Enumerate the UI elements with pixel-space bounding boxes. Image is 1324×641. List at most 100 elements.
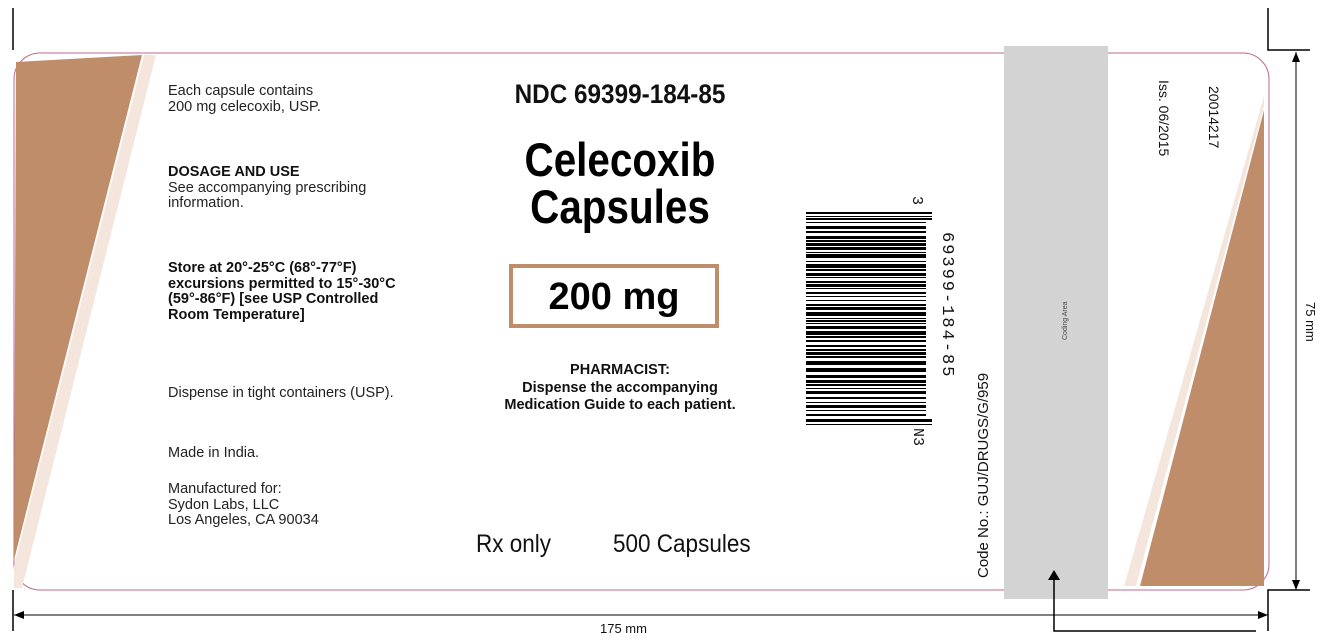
barcode-bar: [806, 212, 932, 214]
barcode-bar: [806, 277, 926, 278]
pharmacist-line-1: Dispense the accompanying: [522, 379, 718, 396]
drug-name: Celecoxib Capsules: [448, 136, 792, 230]
barcode-bar: [806, 323, 926, 324]
barcode-check-bottom: 3: [909, 437, 926, 447]
barcode-bar: [806, 307, 926, 310]
barcode-bar: [806, 349, 926, 351]
manufacturer-line-2: Sydon Labs, LLC: [168, 496, 280, 513]
barcode-bar: [806, 375, 926, 378]
left-accent-highlight: [14, 55, 156, 588]
barcode-bar: [806, 361, 926, 365]
barcode-bar: [806, 345, 926, 347]
origin-note: Made in India.: [168, 445, 260, 461]
part-number: 20014217: [1206, 86, 1222, 149]
barcode-bar: [806, 419, 932, 422]
contents-line-2: 200 mg celecoxib, USP.: [168, 98, 321, 115]
ndc-number: NDC 69399-184-85: [514, 79, 726, 109]
coding-area-label: Coding Area: [1062, 301, 1069, 340]
barcode-bar: [806, 296, 926, 297]
barcode-bar: [806, 336, 926, 338]
right-accent-stripe: [1140, 110, 1264, 586]
dosage-section: DOSAGE AND USE See accompanying prescrib…: [168, 164, 366, 212]
barcode-bar: [806, 380, 926, 383]
barcode-bar: [806, 292, 926, 294]
capsule-count: 500 Capsules: [613, 530, 751, 558]
barcode-bar: [806, 254, 926, 258]
barcode-bar: [806, 384, 926, 386]
code-number: Code No.: GUJ/DRUGS/G/959: [975, 372, 992, 578]
drug-name-line-2: Capsules: [530, 180, 710, 233]
barcode-bar: [806, 340, 926, 342]
barcode-bar: [806, 236, 926, 239]
barcode-bar: [806, 304, 926, 306]
coding-area-block: [1004, 46, 1108, 599]
width-arrow-left: [14, 611, 24, 619]
barcode-bar: [806, 240, 926, 242]
manufacturer-line-1: Manufactured for:: [168, 481, 282, 497]
barcode-bar: [806, 388, 926, 389]
width-dimension-label: 175 mm: [600, 621, 647, 636]
barcode-bar: [806, 402, 926, 403]
barcode-bar: [806, 318, 926, 319]
barcode-bar: [806, 252, 926, 253]
rx-only: Rx only: [476, 530, 552, 558]
barcode-bar: [806, 264, 926, 268]
label-outline: [13, 52, 1270, 591]
barcode-bar: [806, 231, 926, 233]
barcode: [806, 212, 932, 425]
barcode-bar: [806, 288, 926, 289]
barcode-bar: [806, 405, 926, 408]
barcode-bar: [806, 218, 932, 220]
storage-line-1: Store at 20°-25°C (68°-77°F): [168, 260, 357, 276]
barcode-bar: [806, 312, 926, 316]
barcode-digits: 69399-184-85: [937, 232, 956, 379]
left-accent-stripe: [14, 55, 142, 560]
barcode-bar: [806, 281, 926, 283]
manufacturer-line-3: Los Angeles, CA 90034: [168, 512, 319, 529]
barcode-bar: [806, 222, 926, 223]
barcode-bar: [806, 331, 926, 335]
barcode-bar: [806, 424, 932, 425]
pharmacist-heading: PHARMACIST:: [570, 362, 670, 378]
issue-date: Iss. 06/2015: [1156, 80, 1172, 157]
dispense-note: Dispense in tight containers (USP).: [168, 385, 394, 401]
right-accent-highlight: [1124, 96, 1264, 586]
barcode-bar: [806, 273, 926, 276]
width-arrow-right: [1258, 611, 1268, 619]
pharmacist-line-2: Medication Guide to each patient.: [504, 397, 736, 414]
strength-value: 200 mg: [548, 276, 680, 318]
dosage-line-2: information.: [168, 195, 244, 212]
barcode-lead-digit: N3: [909, 428, 926, 447]
coding-area-arrow: [1053, 578, 1256, 632]
pharmacist-note: PHARMACIST: Dispense the accompanying Me…: [420, 362, 820, 415]
storage-line-2: excursions permitted to 15°-30°C: [168, 275, 396, 292]
coding-area-arrowhead: [1048, 570, 1060, 580]
barcode-lead-digit-text: N: [909, 428, 926, 438]
strength-box: 200 mg: [509, 264, 719, 328]
capsule-contents: Each capsule contains 200 mg celecoxib, …: [168, 83, 321, 115]
height-arrow-top: [1292, 52, 1300, 62]
barcode-bar: [806, 320, 926, 322]
height-dimension-label: 75 mm: [1303, 302, 1318, 342]
dosage-heading: DOSAGE AND USE: [168, 164, 300, 180]
barcode-bar: [806, 284, 926, 287]
barcode-bar: [806, 352, 926, 355]
storage-instructions: Store at 20°-25°C (68°-77°F) excursions …: [168, 260, 396, 324]
barcode-bar: [806, 410, 926, 411]
barcode-bar: [806, 300, 926, 301]
contents-line-1: Each capsule contains: [168, 83, 314, 99]
drug-name-line-1: Celecoxib: [524, 133, 716, 186]
barcode-bar: [806, 326, 926, 329]
barcode-bar: [806, 368, 926, 372]
barcode-bar: [806, 243, 926, 246]
barcode-bar: [806, 247, 926, 250]
manufacturer-block: Manufactured for: Sydon Labs, LLC Los An…: [168, 481, 319, 529]
barcode-bar: [806, 391, 926, 394]
storage-line-4: Room Temperature]: [168, 306, 305, 323]
barcode-bar: [806, 414, 926, 416]
storage-line-3: (59°-86°F) [see USP Controlled: [168, 291, 379, 308]
barcode-bar: [806, 356, 926, 358]
barcode-bar: [806, 226, 926, 229]
barcode-check-top: 3: [908, 196, 925, 206]
